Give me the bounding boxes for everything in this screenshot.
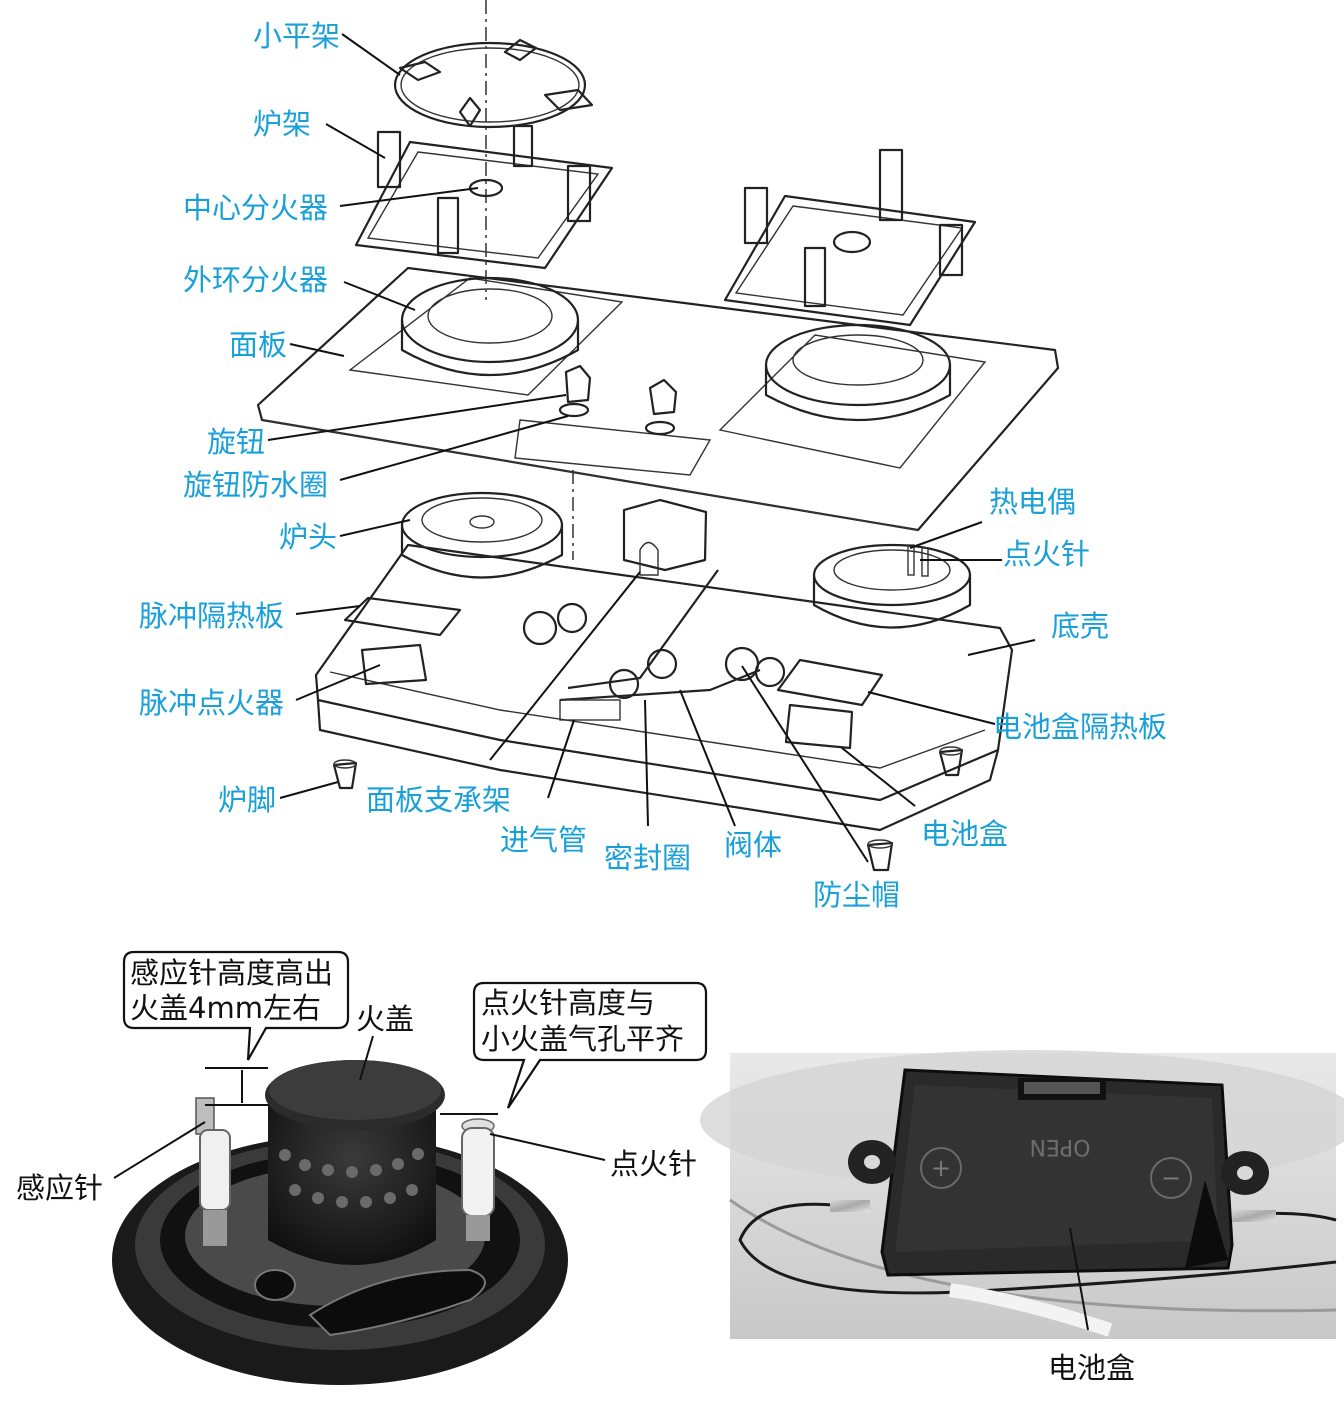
label-pulse-heat-shield: 脉冲隔热板 — [139, 599, 284, 633]
label-outer-distributor: 外环分火器 — [183, 263, 328, 297]
callout-igniter-box — [472, 981, 708, 1109]
label-dust-cap: 防尘帽 — [813, 878, 900, 912]
label-center-distributor: 中心分火器 — [183, 191, 328, 225]
burner-closeup-callouts: 感应针高度高出 火盖4mm左右 点火针高度与 小火盖气孔平齐 火盖 感应针 点火… — [16, 950, 708, 1205]
label-panel-bracket: 面板支承架 — [366, 783, 511, 817]
label-fire-cap: 火盖 — [356, 1002, 414, 1036]
burner-closeup-photo — [112, 1060, 568, 1385]
label-small-rack: 小平架 — [253, 19, 340, 53]
label-thermocouple: 热电偶 — [989, 485, 1076, 519]
battery-box-photo: + − OPEN — [700, 1050, 1344, 1339]
exploded-drawing: 小平架 炉架 中心分火器 外环分火器 面板 旋钮 旋钮防水圈 炉头 脉冲隔热板 … — [139, 0, 1167, 912]
leader-lines — [267, 33, 1036, 863]
label-battery-box: 电池盒 — [921, 817, 1008, 851]
label-panel: 面板 — [229, 328, 287, 362]
label-knob: 旋钮 — [207, 425, 265, 459]
minus-mark: − — [1161, 1164, 1181, 1192]
callout-igniter-line2: 小火盖气孔平齐 — [481, 1022, 684, 1056]
label-knob-seal: 旋钮防水圈 — [183, 468, 328, 502]
label-photo-ignition-needle: 点火针 — [610, 1147, 697, 1181]
label-bottom-shell: 底壳 — [1051, 609, 1109, 643]
label-photo-battery-box: 电池盒 — [1048, 1351, 1135, 1385]
label-pulse-igniter: 脉冲点火器 — [139, 686, 284, 720]
left-pan-support-part — [354, 124, 614, 270]
feet-part — [332, 746, 964, 872]
small-rack-part — [393, 38, 594, 129]
label-sensor-needle: 感应针 — [16, 1171, 103, 1205]
label-burner: 炉头 — [279, 520, 337, 554]
callout-sensor-line1: 感应针高度高出 — [130, 956, 333, 990]
label-battery-heat-shield: 电池盒隔热板 — [993, 710, 1167, 744]
callout-igniter-line1: 点火针高度与 — [481, 986, 655, 1020]
label-seal-ring: 密封圈 — [604, 841, 691, 875]
panel-part — [256, 266, 1060, 532]
callout-sensor-line2: 火盖4mm左右 — [130, 991, 321, 1025]
label-foot: 炉脚 — [218, 783, 276, 817]
label-gas-inlet-pipe: 进气管 — [500, 823, 587, 857]
battery-box-callout: 电池盒 — [1048, 1227, 1135, 1385]
label-pan-support: 炉架 — [253, 107, 311, 141]
right-pan-support-part — [723, 148, 977, 327]
open-marking: OPEN — [1030, 1134, 1091, 1159]
plus-mark: + — [931, 1154, 951, 1182]
label-valve-body: 阀体 — [724, 828, 782, 862]
callout-sensor-box — [122, 950, 350, 1061]
bottom-shell-part — [314, 491, 1014, 832]
label-ignition-needle: 点火针 — [1003, 537, 1090, 571]
